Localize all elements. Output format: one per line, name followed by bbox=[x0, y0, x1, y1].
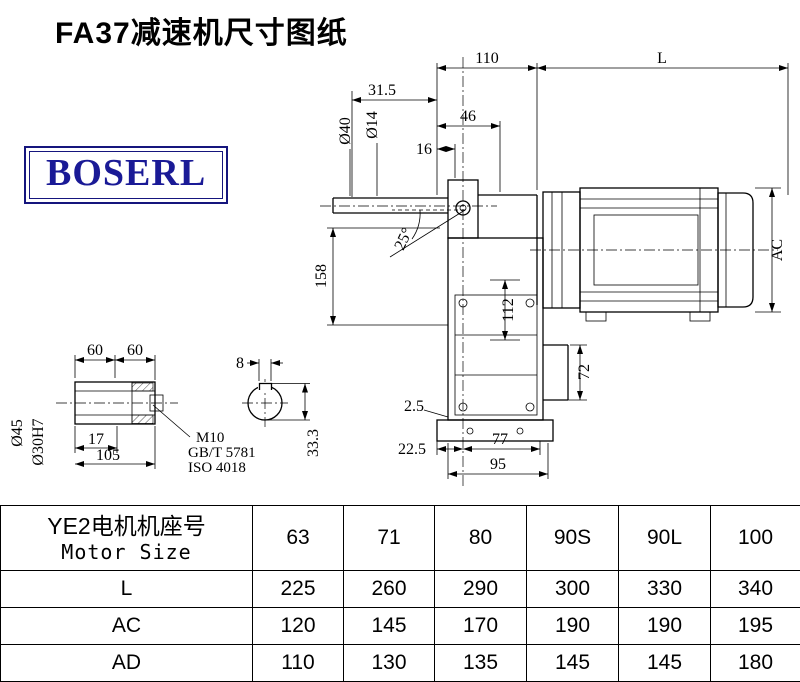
cell-AC-71: 145 bbox=[343, 607, 435, 645]
cell-AC-90S: 190 bbox=[526, 607, 619, 645]
gearbox-housing bbox=[436, 194, 569, 442]
dim-95-label: 95 bbox=[490, 456, 506, 473]
row-label-AC: AC bbox=[0, 607, 253, 645]
angle-25-construction: 25° bbox=[389, 209, 466, 258]
cell-L-71: 260 bbox=[343, 570, 435, 608]
dim-22-5-label: 22.5 bbox=[398, 441, 426, 458]
page-title: FA37减速机尺寸图纸 bbox=[55, 17, 348, 50]
gbt-standard-label: GB/T 5781 bbox=[188, 445, 256, 461]
dimensions-main: 110 L 31.5 46 16 Ø40 Ø14 158 112 AC 72 bbox=[313, 50, 788, 477]
dim-158-label: 158 bbox=[313, 264, 330, 288]
dim-60b-label: 60 bbox=[127, 342, 143, 359]
extension-lines bbox=[327, 63, 789, 479]
cell-AC-63: 120 bbox=[252, 607, 344, 645]
col-90L: 90L bbox=[618, 505, 711, 571]
dim-L-label: L bbox=[657, 50, 667, 67]
table-header-motor-size: YE2电机机座号 Motor Size bbox=[0, 505, 253, 571]
table-row-L: L 225 260 290 300 330 340 bbox=[0, 570, 800, 608]
col-63: 63 bbox=[252, 505, 344, 571]
dim-33-3-label: 33.3 bbox=[305, 429, 322, 457]
dim-110-label: 110 bbox=[475, 50, 498, 67]
output-shaft bbox=[332, 179, 479, 239]
cell-AD-71: 130 bbox=[343, 644, 435, 682]
cell-AC-90L: 190 bbox=[618, 607, 711, 645]
shaft-section bbox=[74, 381, 164, 425]
col-80: 80 bbox=[434, 505, 527, 571]
end-bolt bbox=[149, 394, 164, 412]
dim-AC-label: AC bbox=[769, 239, 786, 261]
row-label-AD: AD bbox=[0, 644, 253, 682]
cell-AD-100: 180 bbox=[710, 644, 800, 682]
col-90S: 90S bbox=[526, 505, 619, 571]
dim-105-label: 105 bbox=[96, 447, 120, 464]
dim-dia30h7-label: Ø30H7 bbox=[30, 418, 47, 465]
col-71: 71 bbox=[343, 505, 435, 571]
cell-L-100: 340 bbox=[710, 570, 800, 608]
dim-dia40-label: Ø40 bbox=[337, 117, 354, 145]
table-row-AC: AC 120 145 170 190 190 195 bbox=[0, 607, 800, 645]
cell-L-80: 290 bbox=[434, 570, 527, 608]
iso-standard-label: ISO 4018 bbox=[188, 460, 246, 476]
mounting-foot bbox=[436, 419, 554, 442]
cell-AD-90S: 145 bbox=[526, 644, 619, 682]
dim-25deg-label: 25° bbox=[391, 225, 416, 252]
dim-8-label: 8 bbox=[236, 355, 244, 372]
cell-AC-100: 195 bbox=[710, 607, 800, 645]
dim-46-label: 46 bbox=[460, 108, 476, 125]
table-header-row: YE2电机机座号 Motor Size 63 71 80 90S 90L 100 bbox=[0, 505, 800, 571]
cell-L-90L: 330 bbox=[618, 570, 711, 608]
m10-leader-line bbox=[152, 404, 191, 438]
boserl-logo: BOSERL bbox=[24, 146, 229, 204]
cell-L-90S: 300 bbox=[526, 570, 619, 608]
header-en: Motor Size bbox=[61, 540, 192, 565]
motor-size-table: YE2电机机座号 Motor Size 63 71 80 90S 90L 100… bbox=[0, 505, 800, 682]
dim-112-label: 112 bbox=[500, 298, 517, 321]
keyway-notch bbox=[258, 382, 273, 390]
dimension-drawing: 25° bbox=[9, 50, 789, 487]
table-row-AD: AD 110 130 135 145 145 180 bbox=[0, 644, 800, 682]
main-view: 25° bbox=[313, 50, 789, 487]
col-100: 100 bbox=[710, 505, 800, 571]
dim-72-label: 72 bbox=[576, 364, 593, 380]
shaft-detail-view: 60 60 Ø45 Ø30H7 17 105 M10 GB/T 5781 ISO… bbox=[9, 342, 322, 476]
dim-2-5-label: 2.5 bbox=[404, 398, 424, 415]
cell-L-63: 225 bbox=[252, 570, 344, 608]
dim-77-label: 77 bbox=[492, 431, 508, 448]
shaft-end-circle-view: 8 33.3 bbox=[236, 355, 322, 457]
motor-body bbox=[542, 187, 754, 322]
cell-AD-80: 135 bbox=[434, 644, 527, 682]
cell-AD-63: 110 bbox=[252, 644, 344, 682]
cell-AD-90L: 145 bbox=[618, 644, 711, 682]
boserl-logo-text: BOSERL bbox=[29, 151, 224, 199]
dim-60a-label: 60 bbox=[87, 342, 103, 359]
dim-31-5-label: 31.5 bbox=[368, 82, 396, 99]
row-label-L: L bbox=[0, 570, 253, 608]
dimensions-shaft: 60 60 Ø45 Ø30H7 17 105 M10 GB/T 5781 ISO… bbox=[9, 342, 256, 476]
dim-dia14-label: Ø14 bbox=[364, 111, 381, 139]
cell-AC-80: 170 bbox=[434, 607, 527, 645]
header-cn: YE2电机机座号 bbox=[47, 512, 206, 539]
fan-cover bbox=[717, 192, 754, 308]
dim-16-label: 16 bbox=[416, 141, 432, 158]
m10-label: M10 bbox=[196, 430, 224, 446]
dim-dia45-label: Ø45 bbox=[9, 419, 26, 447]
dim-17-label: 17 bbox=[88, 431, 104, 448]
